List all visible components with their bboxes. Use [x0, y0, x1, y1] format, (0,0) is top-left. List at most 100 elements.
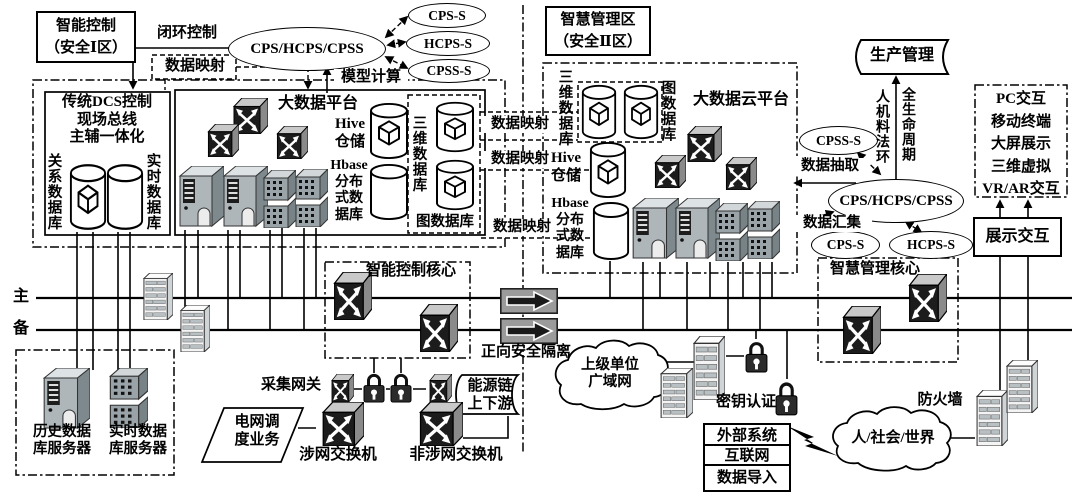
rack-server-icon [294, 169, 328, 227]
forward-isolation-device [500, 288, 558, 314]
cpss-s-ellipse: CPSS-S [799, 126, 878, 155]
data-mapping-label: 数据映射 [156, 58, 234, 76]
firewall-icon [179, 305, 210, 352]
3d-database-icon [435, 159, 475, 211]
pc-interaction-panel: PC交互 移动终端 大屏展示 三维虚拟 VR/AR交互 [982, 91, 1060, 197]
net-switch-icon [316, 402, 364, 446]
realtime-db-label: 实时数据库 [144, 153, 161, 231]
backup-bus-label: 备 [12, 320, 29, 337]
pc-panel-frame [974, 84, 1068, 198]
bigdata-platform-title: 大数据平台 [277, 95, 358, 112]
switch-icon [650, 155, 686, 188]
net-switch-label: 涉网交换机 [299, 446, 377, 463]
production-mgmt-label: 生产管理 [869, 47, 934, 64]
core-switch-icon [837, 306, 881, 354]
rack-server-icon [714, 203, 748, 261]
switch-icon [272, 126, 308, 159]
history-db-server-icon [40, 368, 90, 432]
data-mapping-label: 数据映射 [486, 219, 558, 237]
server-tower-icon [220, 166, 268, 230]
padlock-icon [389, 371, 413, 404]
graph-db-label: 图数据库 [659, 80, 676, 142]
3d-database-icon [369, 102, 409, 160]
main-bus-label: 主 [12, 288, 29, 305]
society-cloud-shape [832, 406, 952, 472]
hive-label: Hive 仓储 [550, 150, 581, 184]
firewall-icon [142, 273, 173, 320]
rack-server-icon [262, 170, 296, 228]
core-switch-icon [903, 274, 947, 322]
gateway-icon [328, 374, 354, 402]
data-collect-label: 数据汇集 [792, 215, 872, 233]
non-net-switch-label: 非涉网交换机 [409, 446, 503, 463]
graph-db-label: 图数据库 [416, 214, 474, 230]
firewall-icon [975, 390, 1008, 446]
lightning-icon [787, 426, 838, 456]
database-cylinder-icon [369, 163, 409, 221]
db3d-label: 三维数据库 [556, 69, 573, 147]
hive-label: Hive 仓储 [334, 116, 365, 150]
server-tower-icon [672, 198, 720, 262]
gateway-label: 采集网关 [260, 377, 321, 393]
history-server-label: 历史数据 库服务器 [33, 424, 91, 458]
firewall-icon [1005, 360, 1038, 413]
cps-hcps-cpss-ellipse: CPS/HCPS/CPSS [228, 27, 386, 71]
db-servers-frame [15, 349, 175, 476]
energy-chain-shape [455, 374, 521, 415]
control-core-label: 智能控制核心 [365, 263, 456, 279]
cpss-s-ellipse: CPSS-S [408, 59, 490, 83]
database-cylinder-icon [106, 163, 144, 231]
display-interaction-box: 展示交互 [973, 217, 1062, 257]
3d-database-icon [69, 163, 107, 231]
energy-chain-label: 能源链 上下游 [467, 378, 513, 412]
switch-icon [721, 157, 757, 190]
forward-isolation-device [500, 318, 558, 344]
bigdata-cloud-title: 大数据云平台 [692, 91, 789, 108]
data-mapping-label: 数据映射 [484, 116, 556, 134]
3d-database-icon [589, 141, 627, 199]
zone2-title-box: 智慧管理区 （安全Ⅱ区） [545, 6, 651, 56]
hbase-label: Hbase 分布 式数 据库 [330, 158, 368, 223]
lifecycle-axis-label: 全生命周期 [900, 86, 915, 162]
model-compute-label: 模型计算 [334, 69, 408, 87]
relational-db-label: 关系数据库 [45, 153, 62, 231]
db3d-label: 三维数据库 [410, 115, 427, 193]
cps-s-ellipse: CPS-S [408, 3, 486, 28]
data-extract-label: 数据抽取 [790, 158, 870, 176]
dcs-box [44, 91, 171, 236]
dcs-title: 传统DCS控制 现场总线 主辅一体化 [61, 94, 152, 146]
cps-s-ellipse: CPS-S [811, 231, 880, 259]
padlock-icon [362, 371, 386, 404]
hcps-s-ellipse: HCPS-S [406, 31, 490, 56]
database-cylinder-icon [592, 201, 630, 261]
zone1-title-box: 智能控制 （安全Ⅰ区） [36, 11, 136, 63]
switch-icon [682, 126, 722, 162]
hbase-label: Hbase 分布 式数 据库 [551, 196, 589, 261]
grid-dispatch-label: 电网调 度业务 [234, 414, 280, 448]
padlock-icon [744, 339, 769, 374]
firewall-label: 防火墙 [917, 392, 963, 408]
control-core-frame [324, 261, 471, 359]
human-machine-axis-label: 人机料法环 [874, 88, 889, 164]
server-tower-icon [176, 166, 224, 230]
core-switch-icon [414, 304, 458, 352]
realtime-server-label: 实时数据 库服务器 [109, 424, 167, 458]
mgmt-core-frame [817, 257, 959, 363]
firewall-icon [692, 336, 725, 400]
wan-cloud-label: 上级单位 广域网 [581, 357, 639, 391]
forward-isolation-label: 正向安全隔离 [480, 344, 571, 360]
key-auth-label: 密钥认证 [715, 394, 776, 410]
data-import-box: 数据导入 [703, 464, 791, 492]
data-mapping-label: 数据映射 [484, 151, 556, 169]
db3d-box-zone1 [407, 94, 481, 234]
realtime-db-server-icon [108, 368, 148, 428]
mgmt-core-label: 智慧管理核心 [829, 261, 920, 277]
society-cloud-label: 人/社会/世界 [851, 430, 935, 446]
3d-database-icon [581, 84, 617, 140]
non-net-switch-icon [413, 402, 463, 446]
rack-server-icon [746, 201, 780, 259]
3d-database-icon [435, 101, 475, 153]
wan-cloud-shape [554, 339, 669, 411]
production-mgmt-shape [855, 39, 950, 75]
